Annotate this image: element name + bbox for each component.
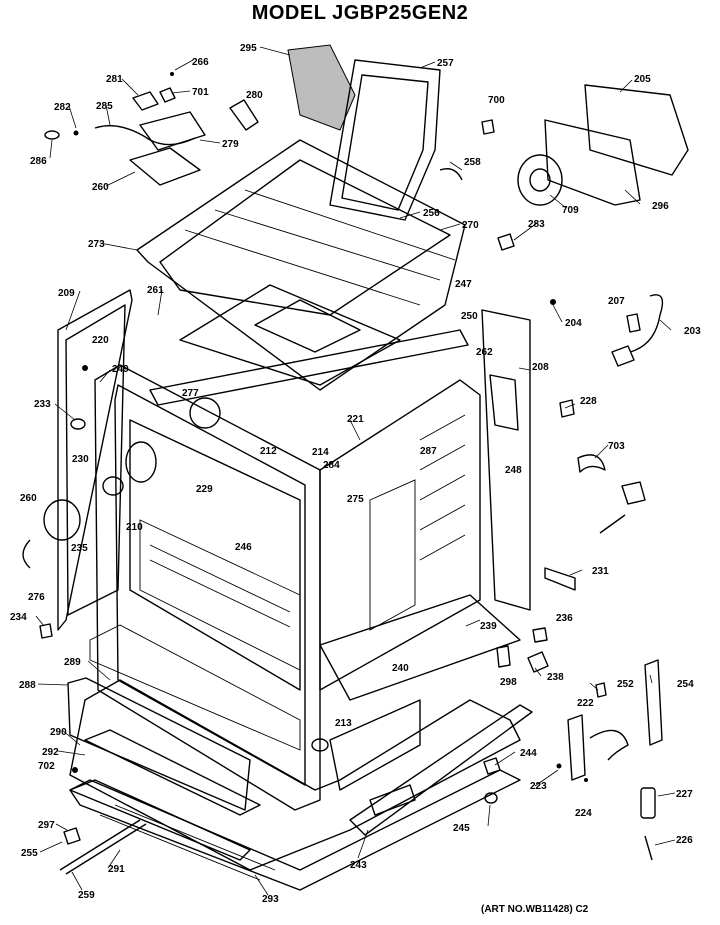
right-top-parts xyxy=(439,84,689,251)
diagram-title: MODEL JGBP25GEN2 xyxy=(251,2,469,24)
part-label: 208 xyxy=(532,362,549,373)
part-label: 275 xyxy=(347,494,364,505)
part-label: 260 xyxy=(20,493,37,504)
part-label: 229 xyxy=(196,484,213,495)
part-label: 205 xyxy=(634,74,651,85)
part-label: 231 xyxy=(592,566,609,577)
part-label: 207 xyxy=(608,296,625,307)
part-label: 226 xyxy=(676,835,693,846)
latch-parts xyxy=(544,567,663,861)
part-label: 290 xyxy=(50,727,67,738)
art-number: (ART NO.WB11428) C2 xyxy=(481,904,589,915)
part-label: 221 xyxy=(347,414,364,425)
part-label: 292 xyxy=(42,747,59,758)
part-label: 228 xyxy=(580,396,597,407)
part-label: 702 xyxy=(38,761,55,772)
part-label: 238 xyxy=(547,672,564,683)
part-label: 298 xyxy=(500,677,517,688)
part-label: 700 xyxy=(488,95,505,106)
part-label: 250 xyxy=(461,311,478,322)
part-label: 295 xyxy=(240,43,257,54)
part-label: 258 xyxy=(464,157,481,168)
part-label: 276 xyxy=(28,592,45,603)
part-label: 236 xyxy=(556,613,573,624)
part-label: 245 xyxy=(453,823,470,834)
part-label: 234 xyxy=(10,612,27,623)
part-label: 254 xyxy=(677,679,694,690)
right-side-parts xyxy=(481,294,664,611)
part-label: 233 xyxy=(34,399,51,410)
part-label: 288 xyxy=(19,680,36,691)
part-label: 209 xyxy=(58,288,75,299)
part-label: 227 xyxy=(676,789,693,800)
part-label: 285 xyxy=(96,101,113,112)
bottom-parts xyxy=(59,677,261,875)
part-label: 283 xyxy=(528,219,545,230)
part-label: 259 xyxy=(78,890,95,901)
part-label: 282 xyxy=(54,102,71,113)
part-label: 222 xyxy=(577,698,594,709)
part-label: 203 xyxy=(684,326,701,337)
part-label: 257 xyxy=(437,58,454,69)
part-label: 213 xyxy=(335,718,352,729)
part-label: 260 xyxy=(92,182,109,193)
part-label: 220 xyxy=(92,335,109,346)
part-label: 284 xyxy=(323,460,340,471)
part-label: 240 xyxy=(392,663,409,674)
part-label: 266 xyxy=(192,57,209,68)
burner-parts xyxy=(44,72,259,186)
part-label: 286 xyxy=(30,156,47,167)
part-label: 223 xyxy=(530,781,547,792)
part-label: 709 xyxy=(562,205,579,216)
range-body xyxy=(69,139,521,891)
part-label: 703 xyxy=(608,441,625,452)
bottom-right-parts xyxy=(311,594,549,836)
part-label: 277 xyxy=(182,388,199,399)
leader-lines xyxy=(35,46,676,896)
part-label: 247 xyxy=(455,279,472,290)
part-label: 287 xyxy=(420,446,437,457)
part-label: 204 xyxy=(565,318,582,329)
part-label: 261 xyxy=(147,285,164,296)
part-label: 293 xyxy=(262,894,279,905)
part-label: 252 xyxy=(617,679,634,690)
part-label: 296 xyxy=(652,201,669,212)
part-label: 701 xyxy=(192,87,209,98)
left-side-parts xyxy=(22,289,221,639)
part-label: 279 xyxy=(222,139,239,150)
part-label: 246 xyxy=(235,542,252,553)
part-label: 212 xyxy=(260,446,277,457)
part-label: 235 xyxy=(71,543,88,554)
part-label: 239 xyxy=(480,621,497,632)
part-label: 280 xyxy=(246,90,263,101)
part-labels: 295 266 257 281 701 280 205 282 285 700 … xyxy=(10,43,701,905)
part-label: 249 xyxy=(112,364,129,375)
part-label: 291 xyxy=(108,864,125,875)
part-label: 262 xyxy=(476,347,493,358)
part-label: 224 xyxy=(575,808,592,819)
part-label: 244 xyxy=(520,748,537,759)
part-label: 243 xyxy=(350,860,367,871)
part-label: 230 xyxy=(72,454,89,465)
part-label: 289 xyxy=(64,657,81,668)
vent-assembly xyxy=(287,44,441,221)
part-label: 270 xyxy=(462,220,479,231)
part-label: 255 xyxy=(21,848,38,859)
part-label: 214 xyxy=(312,447,329,458)
part-label: 297 xyxy=(38,820,55,831)
part-label: 248 xyxy=(505,465,522,476)
part-label: 256 xyxy=(423,208,440,219)
part-label: 281 xyxy=(106,74,123,85)
part-label: 210 xyxy=(126,522,143,533)
part-label: 273 xyxy=(88,239,105,250)
